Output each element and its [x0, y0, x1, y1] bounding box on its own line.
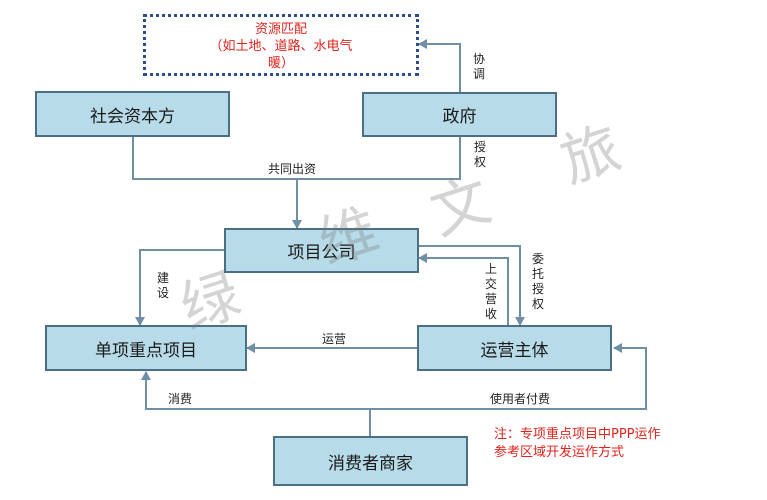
- label-operate: 运营: [322, 332, 347, 346]
- label-consume: 消费: [168, 392, 193, 406]
- node-operator: 运营主体: [417, 325, 612, 371]
- resource-line-3: 暖）: [267, 56, 294, 71]
- label-authorize: 授权: [473, 140, 486, 169]
- label-coordinate: 协调: [472, 52, 485, 81]
- note-line-2: 参考区域开发运作方式: [494, 445, 625, 460]
- edge-consume: [141, 371, 371, 436]
- label-user-pays: 使用者付费: [490, 392, 551, 406]
- resource-line-2: （如土地、道路、水电气: [209, 39, 353, 54]
- edge-user-pays: [370, 343, 647, 410]
- node-government: 政府: [362, 92, 557, 137]
- label-co-invest: 共同出资: [268, 162, 317, 176]
- node-key-project: 单项重点项目: [45, 325, 247, 371]
- node-social-capital: 社会资本方: [35, 91, 230, 137]
- label-turn-over-revenue: 上交营收: [484, 262, 497, 321]
- edge-build: [135, 249, 224, 326]
- note-text: 注：专项重点项目中PPP运作 参考区域开发运作方式: [494, 426, 661, 462]
- edge-entrust-authorize: [419, 245, 525, 326]
- resource-matching-box: 资源匹配 （如土地、道路、水电气 暖）: [143, 14, 419, 76]
- note-line-1: 注：专项重点项目中PPP运作: [494, 427, 661, 442]
- label-build: 建设: [156, 271, 169, 300]
- label-entrust-authorize: 委托授权: [531, 252, 544, 311]
- edge-coordinate: [418, 39, 461, 92]
- node-project-company: 项目公司: [224, 228, 419, 273]
- resource-line-1: 资源匹配: [254, 22, 307, 37]
- edge-turn-over-revenue: [418, 253, 509, 325]
- node-consumer-merchant: 消费者商家: [273, 436, 468, 486]
